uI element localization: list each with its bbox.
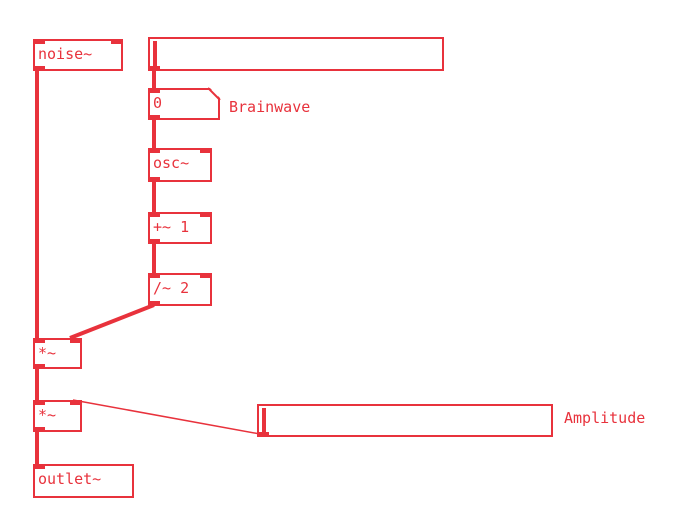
outlet-label: outlet~: [38, 470, 102, 488]
amplitude-slider[interactable]: [257, 404, 553, 437]
mul2-inlet-right[interactable]: [70, 400, 82, 405]
brainwave-label: Brainwave: [229, 98, 311, 116]
add-outlet[interactable]: [148, 239, 160, 244]
add-label: +~ 1: [153, 218, 190, 236]
mul1-inlet-left[interactable]: [33, 338, 45, 343]
noise-object[interactable]: noise~: [33, 39, 123, 71]
multiply-object-1[interactable]: *~: [33, 338, 82, 369]
add-object[interactable]: +~ 1: [148, 212, 212, 244]
add-inlet-right[interactable]: [200, 212, 212, 217]
mul1-inlet-right[interactable]: [70, 338, 82, 343]
mul2-outlet[interactable]: [33, 427, 45, 432]
number-outlet[interactable]: [148, 115, 160, 120]
osc-inlet-right[interactable]: [200, 148, 212, 153]
mul2-label: *~: [38, 406, 57, 424]
number-value: 0: [153, 94, 163, 112]
cord-div-to-mul1[interactable]: [69, 303, 155, 340]
amplitude-slider-outlet[interactable]: [257, 432, 269, 437]
number-box-corner: [208, 87, 221, 100]
brainwave-slider-outlet[interactable]: [148, 66, 160, 71]
amplitude-label: Amplitude: [564, 409, 646, 427]
noise-label: noise~: [38, 45, 93, 63]
mul2-inlet-left[interactable]: [33, 400, 45, 405]
div-object[interactable]: /~ 2: [148, 273, 212, 306]
brainwave-number-box[interactable]: 0: [148, 88, 220, 120]
outlet-inlet[interactable]: [33, 464, 45, 469]
osc-outlet[interactable]: [148, 177, 160, 182]
div-label: /~ 2: [153, 279, 190, 297]
osc-inlet-left[interactable]: [148, 148, 160, 153]
mul1-outlet[interactable]: [33, 364, 45, 369]
div-inlet-left[interactable]: [148, 273, 160, 278]
mul1-label: *~: [38, 344, 57, 362]
noise-inlet-right[interactable]: [111, 39, 123, 44]
cord-amplitude-to-mul2[interactable]: [72, 399, 261, 435]
number-inlet[interactable]: [148, 88, 160, 93]
brainwave-slider-knob[interactable]: [153, 41, 157, 67]
osc-label: osc~: [153, 154, 190, 172]
multiply-object-2[interactable]: *~: [33, 400, 82, 432]
osc-object[interactable]: osc~: [148, 148, 212, 182]
amplitude-slider-knob[interactable]: [262, 408, 266, 433]
outlet-object[interactable]: outlet~: [33, 464, 134, 498]
noise-inlet[interactable]: [33, 39, 45, 44]
noise-outlet[interactable]: [33, 66, 45, 71]
add-inlet-left[interactable]: [148, 212, 160, 217]
brainwave-slider[interactable]: [148, 37, 444, 71]
div-outlet[interactable]: [148, 301, 160, 306]
div-inlet-right[interactable]: [200, 273, 212, 278]
